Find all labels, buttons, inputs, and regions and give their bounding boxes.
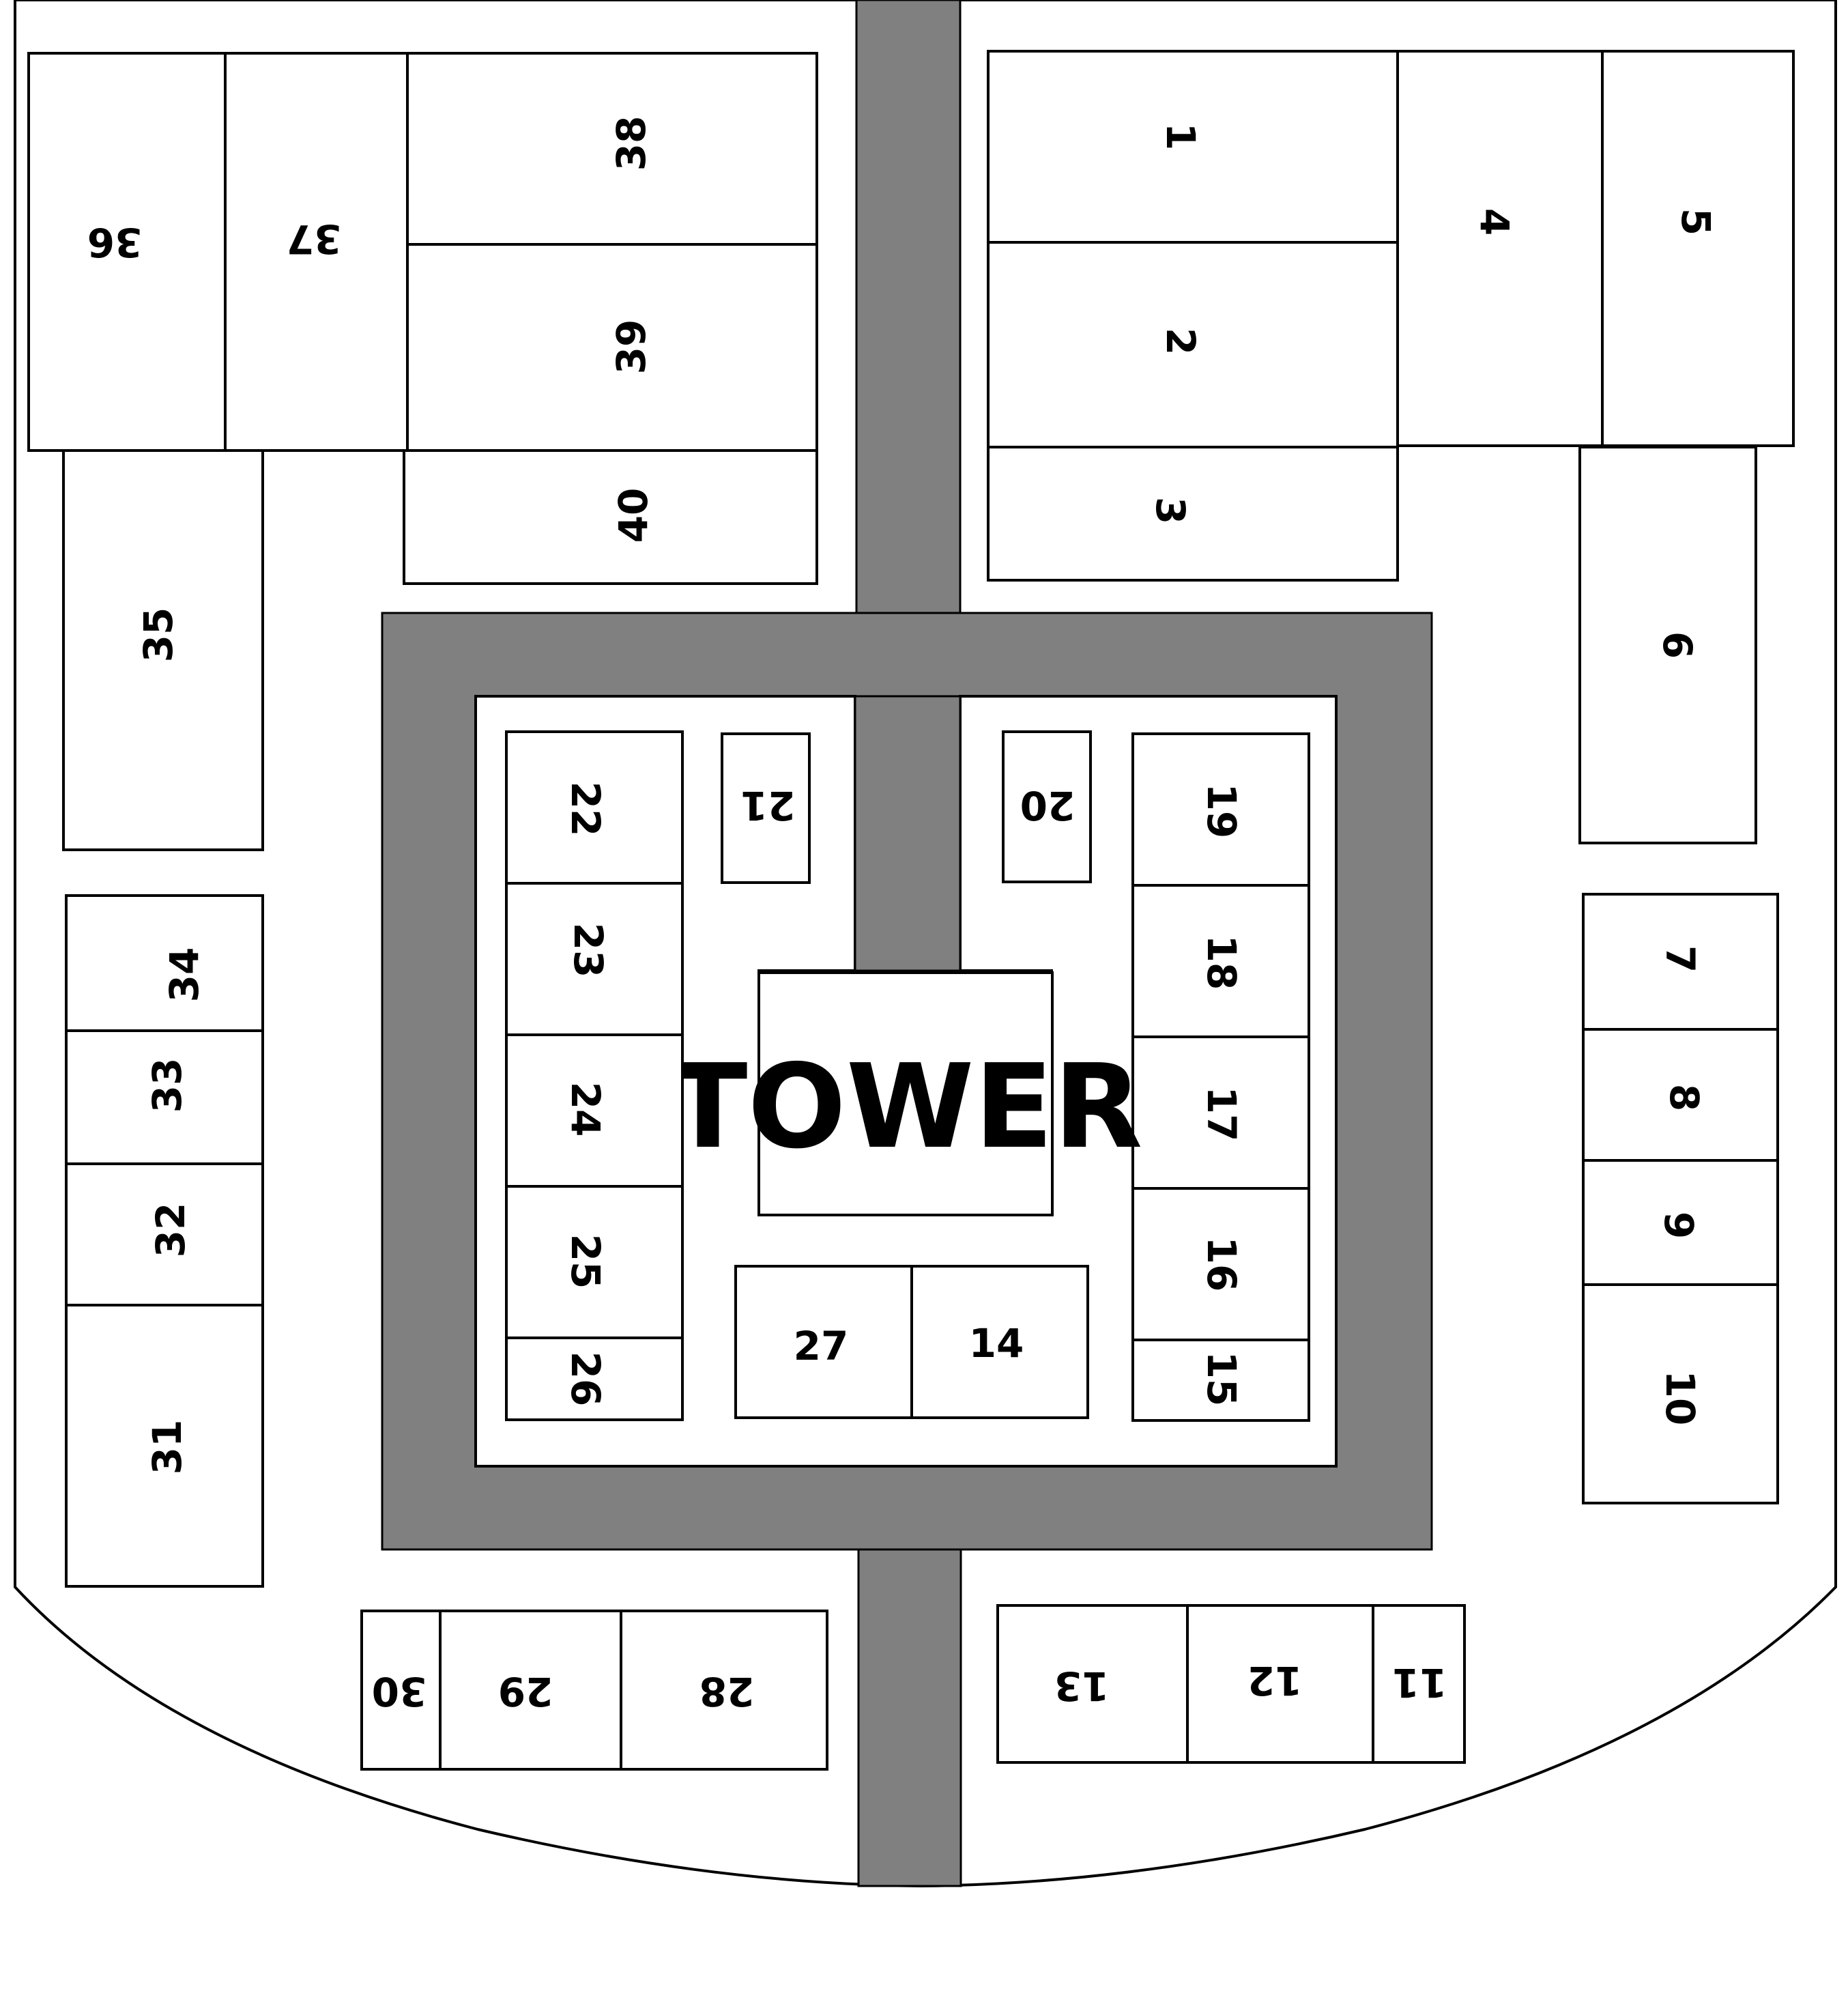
plot-30-label: 30	[372, 1668, 427, 1715]
plot-11[interactable]: 11	[1372, 1604, 1466, 1764]
plot-31-label: 31	[144, 1420, 190, 1475]
plot-21[interactable]: 21	[721, 732, 811, 884]
plot-5-label: 5	[1673, 208, 1719, 235]
plot-17-label: 17	[1198, 1087, 1245, 1142]
plot-15[interactable]: 15	[1131, 1339, 1310, 1422]
plot-40-label: 40	[610, 488, 656, 543]
plot-16-label: 16	[1198, 1237, 1245, 1292]
plot-26-label: 26	[562, 1352, 609, 1407]
plot-22-label: 22	[562, 782, 609, 837]
plot-20[interactable]: 20	[1002, 730, 1092, 883]
plot-3[interactable]: 3	[987, 446, 1399, 582]
plot-35-label: 35	[135, 608, 182, 663]
plot-14[interactable]: 14	[910, 1265, 1089, 1419]
road-south	[857, 1541, 962, 1887]
plot-34[interactable]: 34	[65, 894, 264, 1032]
plot-39[interactable]: 39	[406, 243, 818, 452]
plot-37[interactable]: 37	[224, 52, 409, 452]
plot-1[interactable]: 1	[987, 50, 1399, 244]
plot-24[interactable]: 24	[505, 1033, 684, 1188]
plot-23-label: 23	[565, 923, 611, 978]
plot-24-label: 24	[562, 1082, 609, 1137]
tower-label: TOWER	[668, 1040, 1142, 1175]
plot-10-label: 10	[1657, 1371, 1703, 1426]
plot-8-label: 8	[1661, 1084, 1707, 1111]
plot-28[interactable]: 28	[620, 1610, 828, 1771]
plot-4-label: 4	[1471, 208, 1518, 235]
plot-6-label: 6	[1654, 631, 1701, 659]
plot-5[interactable]: 5	[1601, 50, 1795, 447]
plot-7[interactable]: 7	[1582, 893, 1779, 1031]
plot-17[interactable]: 17	[1131, 1035, 1310, 1190]
plot-33-label: 33	[144, 1058, 190, 1113]
plot-4[interactable]: 4	[1396, 50, 1604, 447]
tower[interactable]: TOWER	[668, 971, 1143, 1216]
plot-9-label: 9	[1656, 1212, 1702, 1239]
plot-13[interactable]: 13	[996, 1604, 1189, 1764]
plot-10[interactable]: 10	[1582, 1283, 1779, 1504]
plot-39-label: 39	[608, 319, 654, 375]
road-spine	[854, 695, 962, 972]
plot-20-label: 20	[1020, 782, 1075, 829]
plot-2[interactable]: 2	[987, 241, 1399, 448]
plot-3-label: 3	[1147, 497, 1194, 524]
plot-13-label: 13	[1054, 1663, 1110, 1709]
plot-40[interactable]: 40	[403, 449, 818, 585]
plot-33[interactable]: 33	[65, 1029, 264, 1165]
plot-38[interactable]: 38	[406, 52, 818, 246]
plot-25[interactable]: 25	[505, 1185, 684, 1339]
plot-25-label: 25	[562, 1234, 609, 1289]
plot-31[interactable]: 31	[65, 1304, 264, 1588]
plot-1-label: 1	[1157, 123, 1204, 150]
plot-9[interactable]: 9	[1582, 1159, 1779, 1286]
plot-27-label: 27	[794, 1323, 849, 1369]
plot-12[interactable]: 12	[1186, 1604, 1374, 1764]
plot-26[interactable]: 26	[505, 1337, 684, 1421]
plot-32[interactable]: 32	[65, 1162, 264, 1306]
plot-34-label: 34	[161, 947, 207, 1003]
plot-36-label: 36	[87, 219, 143, 266]
plot-6[interactable]: 6	[1578, 446, 1757, 844]
plot-12-label: 12	[1247, 1657, 1303, 1704]
plot-11-label: 11	[1392, 1659, 1447, 1706]
plot-21-label: 21	[740, 782, 796, 829]
plot-32-label: 32	[147, 1203, 194, 1258]
plot-29-label: 29	[498, 1668, 553, 1715]
plot-15-label: 15	[1198, 1352, 1245, 1407]
plot-2-label: 2	[1157, 328, 1204, 355]
plot-29[interactable]: 29	[439, 1610, 622, 1771]
plot-35[interactable]: 35	[62, 449, 264, 851]
plot-36[interactable]: 36	[27, 52, 227, 452]
plot-30[interactable]: 30	[360, 1610, 442, 1771]
plot-38-label: 38	[608, 116, 654, 171]
plot-19[interactable]: 19	[1131, 732, 1310, 887]
plot-7-label: 7	[1657, 945, 1703, 973]
plot-16[interactable]: 16	[1131, 1187, 1310, 1341]
plot-18-label: 18	[1198, 935, 1245, 990]
plot-37-label: 37	[287, 216, 342, 262]
plot-18[interactable]: 18	[1131, 884, 1310, 1038]
plot-22[interactable]: 22	[505, 730, 684, 885]
plot-27[interactable]: 27	[734, 1265, 913, 1419]
plot-14-label: 14	[969, 1320, 1024, 1367]
plot-28-label: 28	[699, 1668, 755, 1715]
plot-8[interactable]: 8	[1582, 1028, 1779, 1162]
plot-23[interactable]: 23	[505, 882, 684, 1036]
plot-19-label: 19	[1198, 784, 1245, 839]
